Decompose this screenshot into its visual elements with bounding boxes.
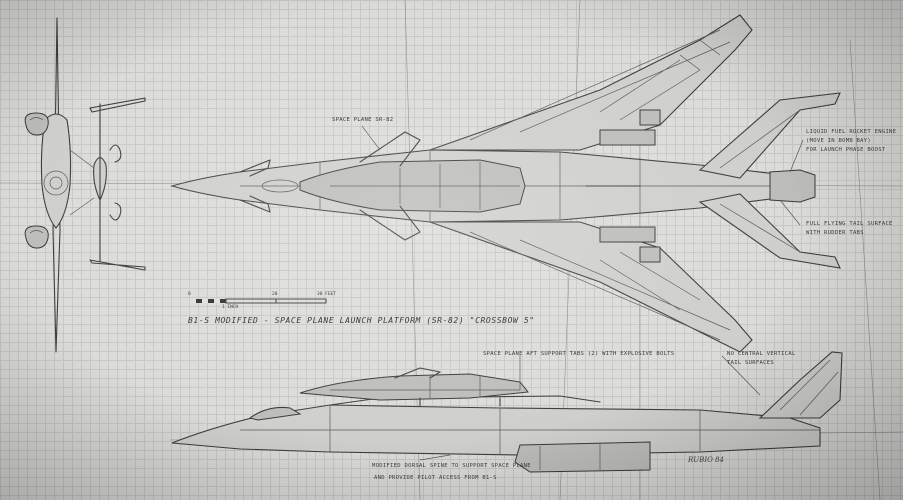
note-vertical-line2: TAIL SURFACES — [727, 360, 774, 366]
side-view — [171, 351, 843, 473]
callout-leaders — [361, 125, 804, 461]
note-space-plane: SPACE PLANE SR-82 — [332, 117, 394, 123]
note-support-tabs: SPACE PLANE AFT SUPPORT TABS (2) WITH EX… — [483, 351, 675, 357]
scale-label-0: 0 — [188, 292, 191, 297]
top-view — [169, 14, 841, 353]
note-rocket-engine-line3: FOR LAUNCH PHASE BOOST — [806, 147, 886, 153]
scale-bar — [190, 298, 327, 304]
note-dorsal-line2: AND PROVIDE PILOT ACCESS FROM B1-S — [374, 475, 497, 481]
artist-signature: RUBIO 84 — [688, 456, 724, 464]
note-vertical-line1: NO CENTRAL VERTICAL — [727, 351, 796, 357]
scale-label-2: 20 — [272, 292, 278, 297]
scale-label-3: 30 FEET — [317, 292, 336, 297]
note-tail-line1: FULL FLYING TAIL SURFACE — [806, 221, 893, 227]
note-rocket-engine-line1: LIQUID FUEL ROCKET ENGINE — [806, 129, 897, 135]
front-view — [24, 17, 146, 353]
note-rocket-engine-line2: (MOVE IN BOMB BAY) — [806, 138, 872, 144]
note-dorsal-line1: MODIFIED DORSAL SPINE TO SUPPORT SPACE P… — [372, 463, 531, 469]
drawing-title: B1-S MODIFIED - SPACE PLANE LAUNCH PLATF… — [188, 316, 535, 325]
note-tail-line2: WITH RUDDER TABS — [806, 230, 864, 236]
scale-label-1: 1 INCH — [222, 305, 239, 310]
